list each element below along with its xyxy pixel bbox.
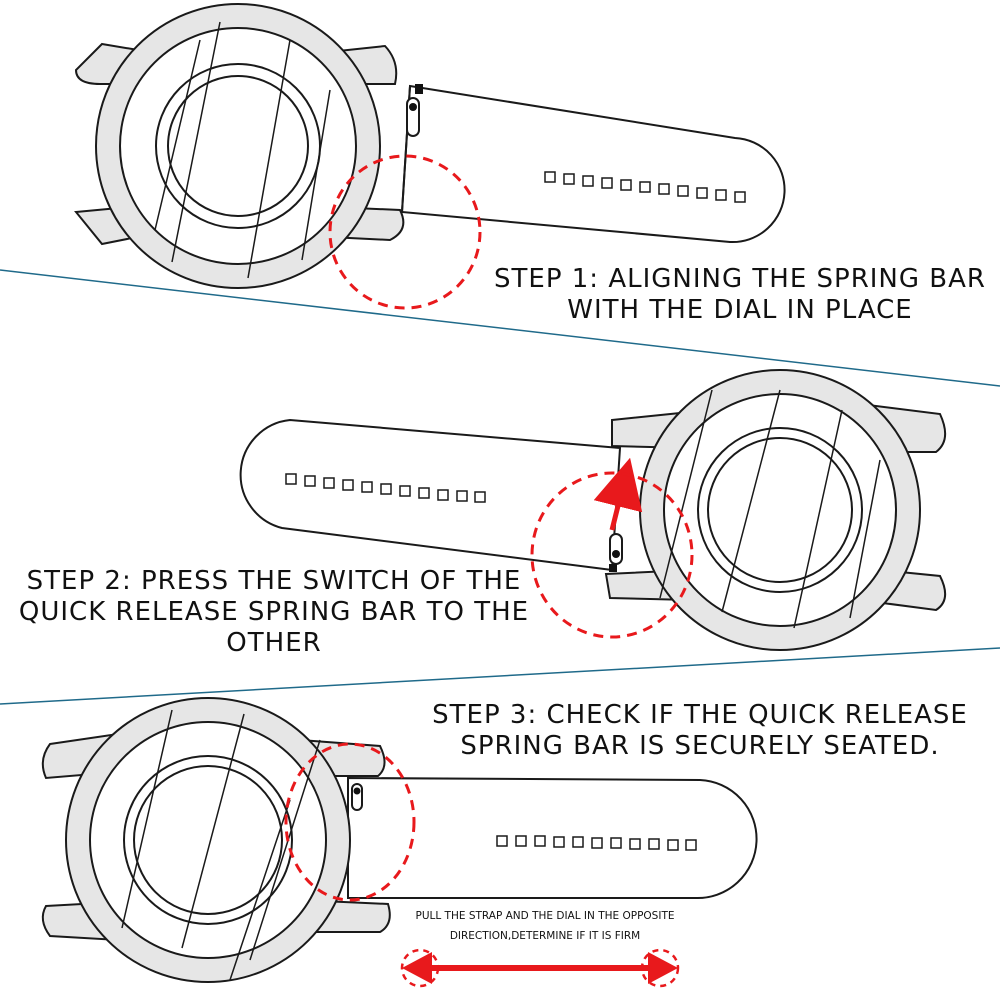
step3-pull-note-line1: PULL THE STRAP AND THE DIAL IN THE OPPOS… — [415, 910, 675, 922]
step3-watch-icon — [41, 697, 391, 983]
step1-caption-line1: STEP 1: ALIGNING THE SPRING BAR — [494, 264, 986, 294]
step2-caption: STEP 2: PRESS THE SWITCH OF THE QUICK RE… — [14, 566, 534, 659]
step1-quick-release-switch-icon — [406, 84, 423, 137]
step1-caption: STEP 1: ALIGNING THE SPRING BAR WITH THE… — [490, 264, 990, 326]
step3-strap-icon — [347, 776, 758, 900]
step2-strap-icon — [239, 418, 622, 572]
step3-strap-holes — [496, 835, 697, 851]
divider-line-2 — [0, 647, 1000, 705]
step3-quick-release-switch-icon — [351, 783, 363, 811]
step3-caption-line2: SPRING BAR IS SECURELY SEATED. — [460, 731, 940, 761]
step3-highlight-circle — [284, 742, 416, 902]
step3-pull-note-line2: DIRECTION,DETERMINE IF IT IS FIRM — [449, 930, 641, 942]
step2-arrow-icon — [593, 457, 643, 531]
step3-caption: STEP 3: CHECK IF THE QUICK RELEASE SPRIN… — [430, 700, 970, 762]
step2-caption-line3: OTHER — [226, 628, 322, 658]
divider-line-1 — [0, 269, 1000, 387]
step1-strap-holes — [544, 171, 746, 203]
step3-caption-line1: STEP 3: CHECK IF THE QUICK RELEASE — [432, 700, 968, 730]
step2-quick-release-switch-icon — [609, 533, 623, 572]
step3-pull-note: PULL THE STRAP AND THE DIAL IN THE OPPOS… — [390, 906, 700, 946]
step2-highlight-circle — [530, 471, 694, 639]
step1-strap-icon — [400, 84, 786, 244]
step1-highlight-circle — [328, 154, 482, 310]
pull-double-arrow-icon — [402, 952, 678, 984]
step2-caption-line1: STEP 2: PRESS THE SWITCH OF THE — [26, 566, 522, 596]
step2-watch-icon — [604, 369, 947, 651]
step1-watch-icon — [74, 3, 405, 289]
step1-caption-line2: WITH THE DIAL IN PLACE — [567, 295, 913, 325]
step2-caption-line2: QUICK RELEASE SPRING BAR TO THE — [18, 597, 530, 627]
step2-strap-holes — [285, 473, 486, 503]
